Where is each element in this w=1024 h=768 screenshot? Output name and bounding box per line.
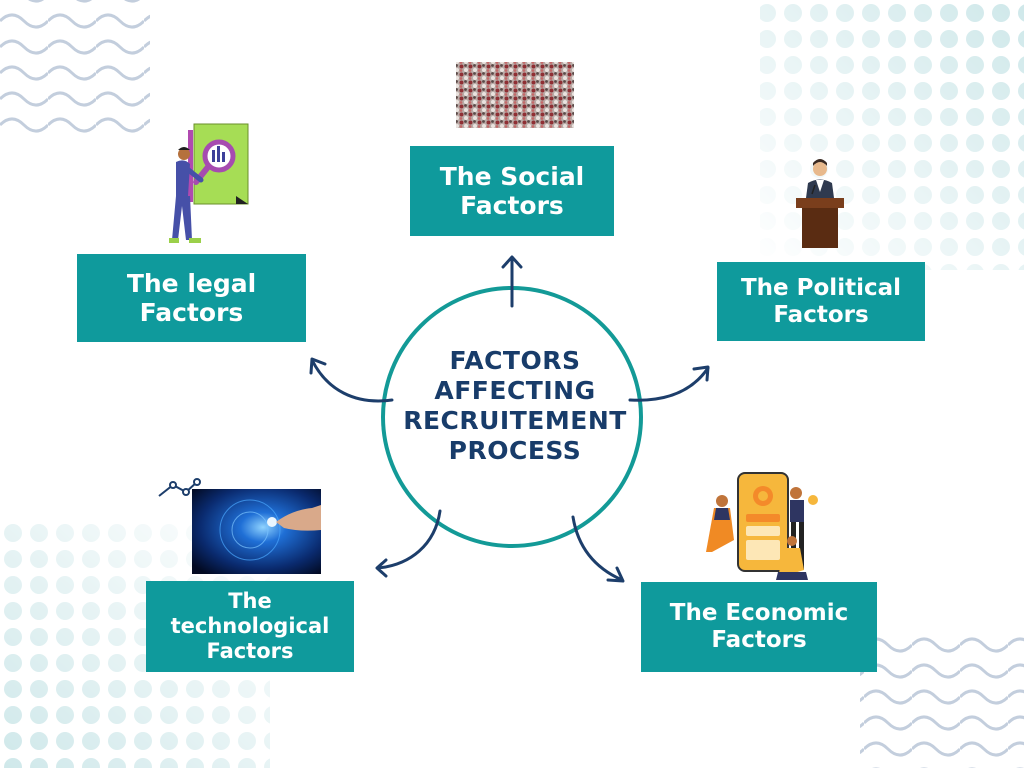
- arrow-to-political: [628, 365, 710, 402]
- line-chart-doodle-icon: [158, 478, 201, 497]
- political-factors-box: The Political Factors: [717, 262, 925, 341]
- finance-app-icon: [706, 472, 818, 580]
- political-factors-label: The Political Factors: [740, 274, 901, 328]
- social-factors-label: The Social Factors: [439, 162, 585, 220]
- legal-factors-label: The legal Factors: [126, 269, 257, 327]
- economic-factors-box: The Economic Factors: [641, 582, 877, 672]
- document-magnifier-icon: [169, 123, 249, 243]
- social-factors-box: The Social Factors: [410, 146, 614, 236]
- technological-factors-label: The technological Factors: [170, 589, 330, 663]
- technological-factors-box: The technological Factors: [146, 581, 354, 672]
- legal-factors-box: The legal Factors: [77, 254, 306, 342]
- digital-touch-icon: [192, 489, 321, 574]
- center-title: FACTORS AFFECTING RECRUITEMENT PROCESS: [388, 345, 642, 467]
- arrow-to-technological: [375, 509, 442, 578]
- center-title-text: FACTORS AFFECTING RECRUITEMENT PROCESS: [403, 346, 627, 465]
- arrow-to-social: [501, 255, 523, 308]
- economic-factors-label: The Economic Factors: [669, 600, 849, 653]
- wave-pattern-bottom-right: [860, 628, 1024, 768]
- wave-pattern-top-left: [0, 0, 150, 140]
- speaker-podium-icon: [796, 159, 844, 248]
- arrow-to-economic: [571, 515, 625, 583]
- arrow-to-legal: [309, 357, 394, 403]
- crowd-photo-icon: [456, 62, 574, 128]
